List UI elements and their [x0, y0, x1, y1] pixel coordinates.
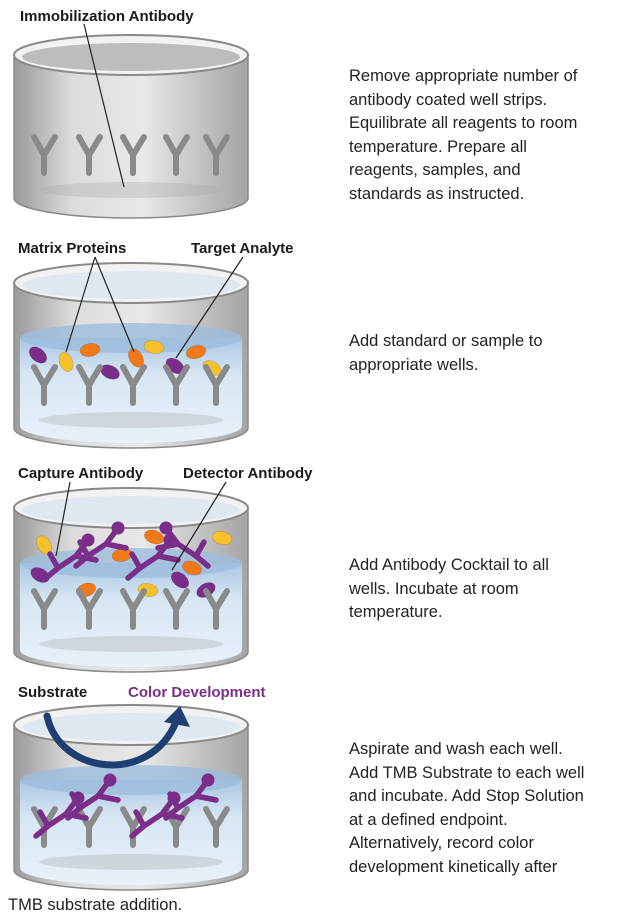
step-4-line: Add TMB Substrate to each well — [349, 762, 639, 786]
conjugate-dot — [112, 522, 125, 535]
step-1-line: temperature. Prepare all — [349, 136, 639, 160]
liquid-surface — [20, 323, 242, 353]
step-4-line: and incubate. Add Stop Solution — [349, 785, 639, 809]
label-color-development: Color Development — [128, 684, 266, 702]
step-4-line: development kinetically after — [349, 856, 639, 880]
well — [14, 35, 248, 218]
step-2-line: Add standard or sample to — [349, 330, 639, 354]
conjugate-dot — [104, 774, 117, 787]
step-3-description: Add Antibody Cocktail to all wells. Incu… — [349, 554, 639, 625]
label-substrate: Substrate — [18, 684, 87, 702]
label-detector-antibody: Detector Antibody — [183, 465, 312, 483]
conjugate-dot — [202, 774, 215, 787]
conjugate-dot — [160, 522, 173, 535]
step-3-line: temperature. — [349, 601, 639, 625]
step-1-description: Remove appropriate number of antibody co… — [349, 65, 639, 206]
label-capture-antibody: Capture Antibody — [18, 465, 143, 483]
label-target-analyte: Target Analyte — [191, 240, 294, 258]
label-immobilization-antibody: Immobilization Antibody — [20, 8, 194, 26]
label-matrix-proteins: Matrix Proteins — [18, 240, 126, 258]
step-4-line: at a defined endpoint. — [349, 809, 639, 833]
step-2-description: Add standard or sample to appropriate we… — [349, 330, 639, 377]
step-1-line: standards as instructed. — [349, 183, 639, 207]
step-2-line: appropriate wells. — [349, 354, 639, 378]
step-1-line: antibody coated well strips. — [349, 89, 639, 113]
step-3-line: Add Antibody Cocktail to all — [349, 554, 639, 578]
step-3-line: wells. Incubate at room — [349, 578, 639, 602]
step-1-line: Equilibrate all reagents to room — [349, 112, 639, 136]
step-4-line: Alternatively, record color — [349, 832, 639, 856]
step-1-line: Remove appropriate number of — [349, 65, 639, 89]
footer-text: TMB substrate addition. — [8, 894, 182, 916]
step-4-description: Aspirate and wash each well. Add TMB Sub… — [349, 738, 639, 879]
step-4-line: Aspirate and wash each well. — [349, 738, 639, 762]
step-1-line: reagents, samples, and — [349, 159, 639, 183]
